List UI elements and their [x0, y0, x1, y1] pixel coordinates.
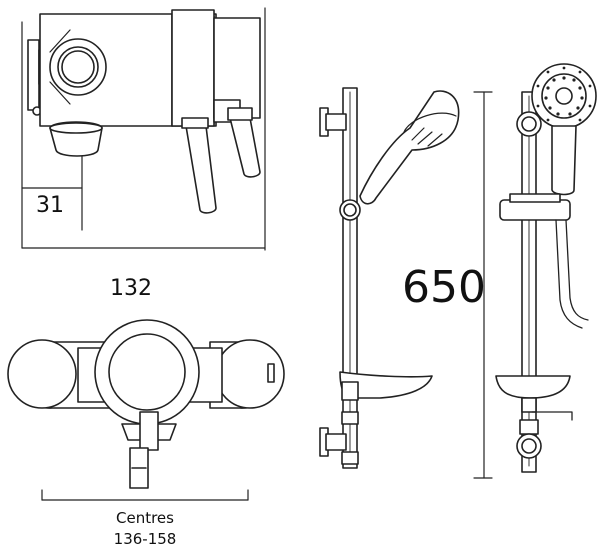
riser-rail-front-view — [474, 64, 596, 478]
centres-title: Centres — [116, 509, 174, 527]
riser-rail-side-view — [320, 88, 459, 468]
valve-side-view — [22, 8, 265, 250]
centres-label: Centres 136-158 — [0, 508, 290, 550]
height-dimension-label: 650 — [402, 262, 486, 313]
offset-dimension-label: 31 — [36, 193, 64, 218]
valve-front-view — [8, 320, 284, 500]
centres-range: 136-158 — [113, 530, 177, 548]
spray-nozzles — [536, 66, 592, 122]
width-dimension-label: 132 — [110, 276, 152, 301]
